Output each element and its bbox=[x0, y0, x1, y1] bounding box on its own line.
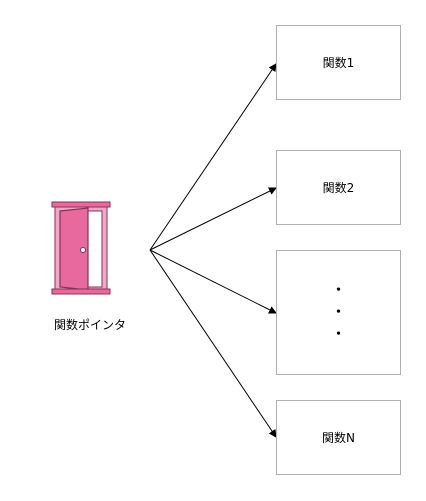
ellipsis-dot: ・ bbox=[331, 282, 345, 298]
function-box-1: 関数1 bbox=[276, 25, 401, 100]
arrow-to-function-1 bbox=[149, 63, 277, 251]
ellipsis-dot: ・ bbox=[331, 326, 345, 342]
arrow-to-function-ellipsis bbox=[149, 249, 277, 314]
function-box-label: 関数2 bbox=[322, 181, 355, 195]
function-box-label: 関数1 bbox=[322, 56, 355, 70]
ellipsis-dot: ・ bbox=[331, 304, 345, 320]
function-box-n: 関数N bbox=[276, 400, 401, 475]
arrow-to-function-n bbox=[149, 249, 277, 438]
door-icon bbox=[50, 200, 120, 302]
source-label: 関数ポインタ bbox=[53, 318, 126, 332]
function-box-ellipsis: ・ ・ ・ bbox=[276, 250, 401, 375]
function-box-2: 関数2 bbox=[276, 150, 401, 225]
function-box-label: 関数N bbox=[322, 431, 355, 445]
arrow-to-function-2 bbox=[149, 187, 277, 251]
